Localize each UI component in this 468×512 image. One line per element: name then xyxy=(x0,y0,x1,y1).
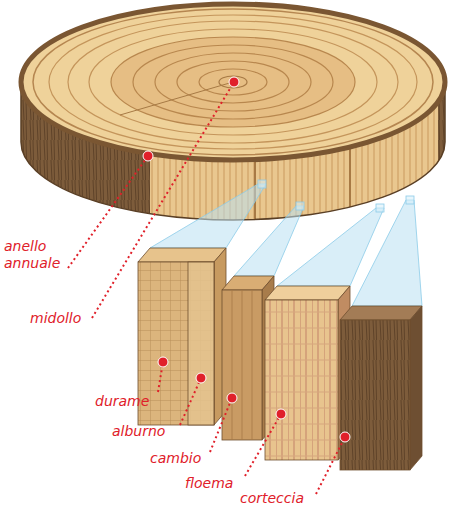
floema-block xyxy=(265,300,338,460)
leader-line xyxy=(68,156,148,268)
sample-square xyxy=(376,204,384,212)
growth-ring xyxy=(155,53,311,111)
growth-ring xyxy=(111,37,355,127)
leader-dot xyxy=(143,151,153,161)
part-label: anello annuale xyxy=(4,238,74,272)
leader-dot xyxy=(227,393,237,403)
block-top xyxy=(265,286,350,300)
leader-dot xyxy=(158,357,168,367)
sample-square xyxy=(296,202,304,210)
cambio-block xyxy=(222,290,262,440)
durame-block xyxy=(138,262,214,425)
projection xyxy=(234,206,304,276)
growth-ring xyxy=(68,21,398,143)
cell-lines xyxy=(232,290,252,440)
leader-line xyxy=(210,398,232,452)
sample-square xyxy=(406,196,414,204)
growth-ring xyxy=(219,76,247,88)
growth-ring xyxy=(199,69,267,95)
leader-line xyxy=(245,414,281,476)
growth-ring xyxy=(89,29,377,135)
growth-ring xyxy=(33,9,433,155)
part-label: midollo xyxy=(30,310,81,327)
leader-lines xyxy=(68,82,345,494)
leader-dot xyxy=(229,77,239,87)
part-label: floema xyxy=(185,475,233,492)
growth-ring xyxy=(177,61,289,103)
corteccia-block xyxy=(340,320,410,470)
growth-ring xyxy=(49,15,417,149)
block-top xyxy=(340,306,422,320)
leader-dots xyxy=(143,77,350,442)
part-label: corteccia xyxy=(240,490,304,507)
leader-dot xyxy=(276,409,286,419)
leader-line xyxy=(316,437,345,494)
leader-dot xyxy=(340,432,350,442)
leader-dot xyxy=(196,373,206,383)
block-side xyxy=(410,306,422,470)
growth-ring xyxy=(133,45,333,119)
leader-line xyxy=(180,378,201,425)
crack xyxy=(120,82,233,115)
part-label: cambio xyxy=(150,450,201,467)
part-label: durame xyxy=(95,393,149,410)
top-surface xyxy=(21,4,445,160)
block-top xyxy=(138,248,226,262)
part-label: alburno xyxy=(112,423,165,440)
sample-square xyxy=(258,180,266,188)
tissue-blocks xyxy=(138,248,422,470)
leader-line xyxy=(92,82,234,318)
projection xyxy=(352,200,422,306)
alburno-block xyxy=(188,262,214,425)
trunk-top xyxy=(21,4,445,160)
